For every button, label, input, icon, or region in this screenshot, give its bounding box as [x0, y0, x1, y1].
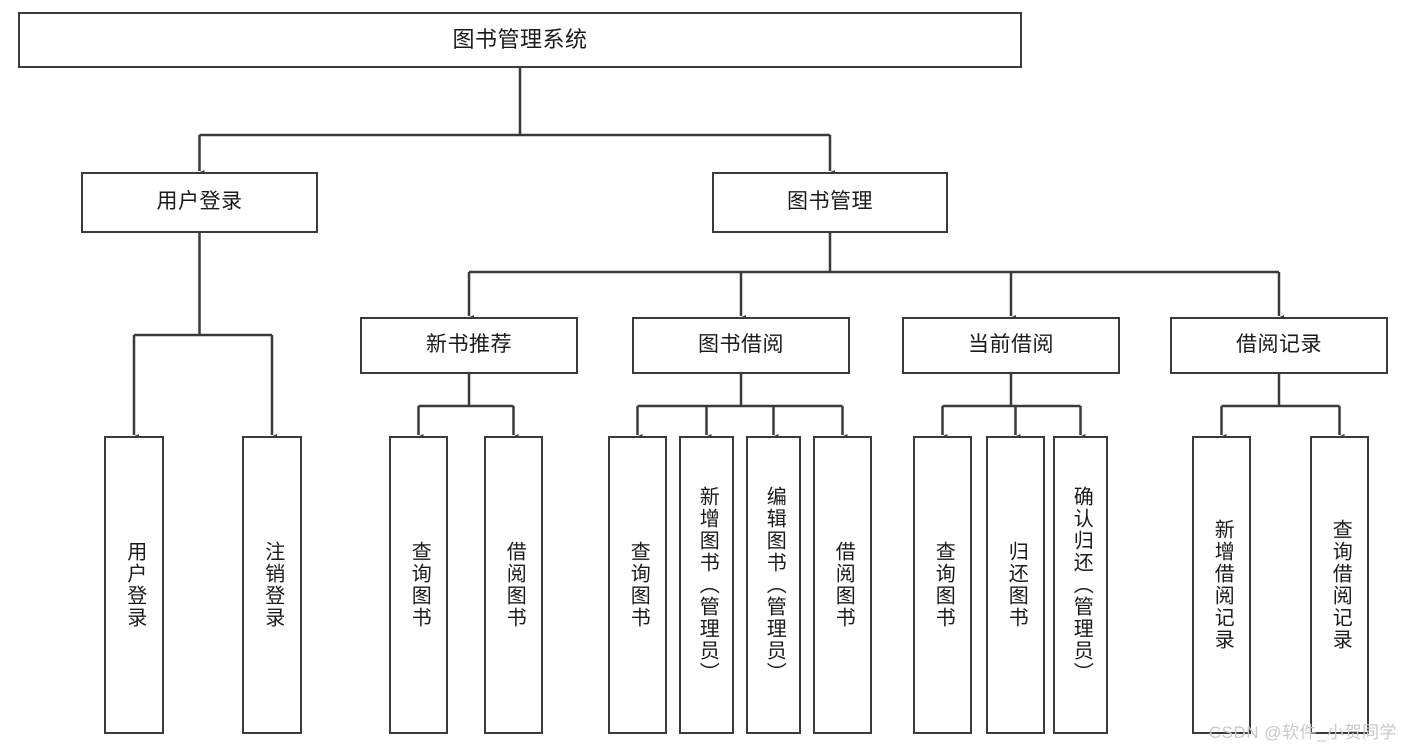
- node-label: 查询图书: [627, 541, 650, 629]
- node-label: 借阅记录: [1236, 333, 1322, 357]
- node-label: 借阅图书: [503, 541, 526, 629]
- node-root[interactable]: 图书管理系统: [18, 12, 1022, 68]
- node-leaf-add-record[interactable]: 新增借阅记录: [1192, 436, 1251, 734]
- node-label: 当前借阅: [968, 333, 1054, 357]
- node-label: 借阅图书: [832, 541, 855, 629]
- node-label: 查询借阅记录: [1329, 519, 1352, 651]
- node-leaf-user-logout[interactable]: 注销登录: [242, 436, 302, 734]
- node-book-mgmt[interactable]: 图书管理: [712, 172, 948, 233]
- watermark-text: CSDN @软件_小贺同学: [1208, 723, 1397, 742]
- node-label: 注销登录: [261, 541, 284, 629]
- node-leaf-edit-book[interactable]: 编辑图书（管理员）: [746, 436, 801, 734]
- node-leaf-user-login[interactable]: 用户登录: [104, 436, 164, 734]
- node-leaf-query-record[interactable]: 查询借阅记录: [1310, 436, 1369, 734]
- node-label: 编辑图书（管理员）: [763, 486, 786, 684]
- node-leaf-borrow-book-1[interactable]: 借阅图书: [484, 436, 543, 734]
- node-user-login[interactable]: 用户登录: [81, 172, 318, 233]
- node-leaf-query-book-1[interactable]: 查询图书: [389, 436, 448, 734]
- node-leaf-query-book-2[interactable]: 查询图书: [608, 436, 667, 734]
- node-label: 查询图书: [932, 541, 955, 629]
- node-label: 新增借阅记录: [1211, 519, 1234, 651]
- node-leaf-query-book-3[interactable]: 查询图书: [913, 436, 972, 734]
- edge-group: [129, 68, 1345, 443]
- node-label: 新增图书（管理员）: [696, 486, 719, 684]
- node-leaf-confirm-return[interactable]: 确认归还（管理员）: [1053, 436, 1108, 734]
- node-label: 用户登录: [123, 541, 146, 629]
- node-leaf-borrow-book-2[interactable]: 借阅图书: [813, 436, 872, 734]
- node-label: 归还图书: [1005, 541, 1028, 629]
- node-label: 确认归还（管理员）: [1070, 486, 1093, 684]
- node-label: 图书管理: [787, 190, 873, 214]
- node-new-book-rec[interactable]: 新书推荐: [360, 317, 578, 374]
- node-leaf-return-book[interactable]: 归还图书: [986, 436, 1045, 734]
- node-leaf-add-book[interactable]: 新增图书（管理员）: [679, 436, 734, 734]
- node-current-borrow[interactable]: 当前借阅: [902, 317, 1120, 374]
- node-book-borrow[interactable]: 图书借阅: [632, 317, 850, 374]
- node-label: 图书管理系统: [452, 27, 588, 53]
- node-label: 新书推荐: [426, 333, 512, 357]
- node-borrow-record[interactable]: 借阅记录: [1170, 317, 1388, 374]
- node-label: 查询图书: [408, 541, 431, 629]
- node-label: 用户登录: [156, 190, 243, 214]
- node-label: 图书借阅: [698, 333, 784, 357]
